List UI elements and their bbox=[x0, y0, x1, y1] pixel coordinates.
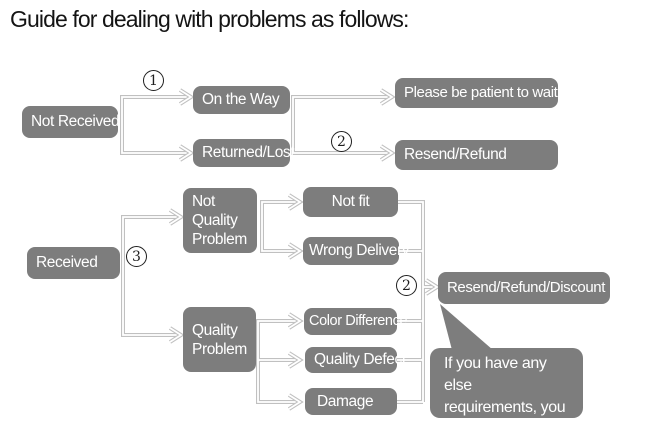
node-not-fit: Not fit bbox=[303, 187, 398, 217]
node-please-be-patient: Please be patient to wait bbox=[395, 78, 558, 108]
node-color-difference: Color Difference bbox=[304, 308, 408, 335]
node-damage: Damage bbox=[305, 388, 397, 415]
node-resend-refund-discount: Resend/Refund/Discount bbox=[438, 272, 610, 304]
node-resend-refund: Resend/Refund bbox=[395, 140, 558, 170]
node-not-quality-problem: Not Quality Problem bbox=[183, 188, 257, 253]
node-wrong-delivery: Wrong Delivery bbox=[303, 237, 409, 265]
note-speech-bubble: If you have any else requirements, you c… bbox=[430, 348, 583, 433]
step-marker-1: 1 bbox=[143, 70, 164, 91]
speech-bubble-tail-icon bbox=[440, 304, 493, 350]
node-returned-lost: Returned/Lost bbox=[193, 139, 295, 167]
step-marker-3: 3 bbox=[126, 246, 147, 267]
step-marker-2-top: 2 bbox=[331, 131, 352, 152]
node-received: Received bbox=[27, 247, 120, 279]
node-quality-defect: Quality Defect bbox=[305, 347, 406, 373]
step-marker-2-bottom: 2 bbox=[396, 275, 417, 296]
node-quality-problem: Quality Problem bbox=[183, 307, 256, 372]
page-title: Guide for dealing with problems as follo… bbox=[10, 6, 409, 32]
node-not-received: Not Received bbox=[22, 106, 120, 138]
node-on-the-way: On the Way bbox=[193, 86, 290, 114]
